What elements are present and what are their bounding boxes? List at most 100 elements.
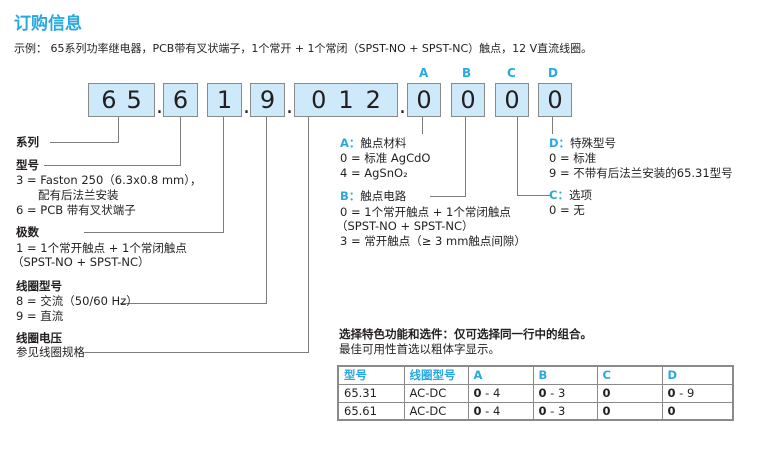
c-title: 选项 bbox=[568, 188, 592, 202]
code-box-type: 6 bbox=[163, 83, 198, 117]
b-title: 触点电路 bbox=[360, 189, 407, 203]
d-option-0: 0 = 标准 bbox=[549, 151, 597, 165]
header-d: D bbox=[661, 365, 734, 385]
a-key: A： bbox=[340, 136, 361, 150]
header-a: A bbox=[467, 365, 534, 385]
poles-option-1: 1 = 1个常开触点 + 1个常闭触点 bbox=[16, 241, 187, 255]
bold-value: 0 bbox=[667, 403, 676, 418]
connector-line bbox=[50, 142, 119, 143]
a-option-0: 0 = 标准 AgCdO bbox=[340, 151, 431, 165]
bold-value: 0 bbox=[602, 403, 611, 418]
c-option-0: 0 = 无 bbox=[549, 203, 585, 217]
cell-a: 0 - 4 bbox=[467, 383, 534, 403]
bold-value: 0 bbox=[473, 403, 482, 418]
value: - 9 bbox=[675, 386, 695, 400]
value: - 3 bbox=[546, 386, 566, 400]
code-box-voltage: 012 bbox=[294, 83, 398, 117]
coil-type-heading: 线圈型号 bbox=[16, 279, 62, 293]
connector-line bbox=[118, 117, 119, 143]
b-option-0-note: （SPST-NO + SPST-NC） bbox=[336, 219, 474, 233]
table-header-row: 型号 线圈型号 A B C D bbox=[337, 365, 734, 385]
cell-b: 0 - 3 bbox=[532, 383, 598, 403]
connector-line bbox=[180, 117, 181, 166]
b-heading: B：触点电路 bbox=[340, 189, 406, 204]
cell-b: 0 - 3 bbox=[532, 401, 598, 421]
code-box-b: 0 bbox=[451, 83, 485, 117]
code-separator: . bbox=[399, 94, 406, 119]
type-option-3-note: 配有后法兰安装 bbox=[38, 188, 119, 202]
cell-d: 0 - 9 bbox=[661, 383, 734, 403]
bold-value: 0 bbox=[602, 386, 611, 400]
voltage-text: 参见线圈规格 bbox=[16, 345, 85, 359]
cell-c: 0 bbox=[596, 401, 663, 421]
connector-line bbox=[430, 196, 466, 197]
type-heading: 型号 bbox=[16, 158, 39, 172]
code-box-c: 0 bbox=[495, 83, 529, 117]
connector-line bbox=[223, 117, 224, 233]
table-row: 65.31 AC-DC 0 - 4 0 - 3 0 0 - 9 bbox=[337, 383, 734, 403]
code-separator: . bbox=[156, 94, 163, 119]
connector-line bbox=[120, 303, 267, 304]
connector-line bbox=[44, 165, 181, 166]
connector-line bbox=[552, 117, 553, 134]
letter-c: C bbox=[507, 66, 516, 80]
b-key: B： bbox=[340, 189, 361, 203]
header-model: 型号 bbox=[337, 365, 405, 385]
a-heading: A：触点材料 bbox=[340, 136, 406, 151]
coil-option-8: 8 = 交流（50/60 Hz） bbox=[16, 294, 138, 308]
header-c: C bbox=[596, 365, 663, 385]
poles-heading: 极数 bbox=[16, 225, 39, 239]
poles-option-1-note: （SPST-NO + SPST-NC） bbox=[12, 255, 150, 269]
connector-line bbox=[517, 117, 518, 196]
bold-value: 0 bbox=[473, 386, 482, 400]
type-option-6: 6 = PCB 带有叉状端子 bbox=[16, 203, 136, 217]
note-line-2: 最佳可用性首选以粗体字显示。 bbox=[339, 342, 500, 356]
voltage-heading: 线圈电压 bbox=[16, 331, 62, 345]
code-separator: . bbox=[286, 94, 293, 119]
a-option-4: 4 = AgSnO₂ bbox=[340, 166, 408, 180]
value: - 4 bbox=[481, 403, 501, 418]
connector-line bbox=[308, 117, 309, 353]
cell-coil: AC-DC bbox=[403, 383, 469, 403]
d-title: 特殊型号 bbox=[570, 136, 617, 150]
cell-model: 65.61 bbox=[337, 401, 405, 421]
options-table: 型号 线圈型号 A B C D 65.31 AC-DC 0 - 4 0 - 3 … bbox=[337, 365, 734, 421]
code-box-series: 65 bbox=[88, 83, 155, 117]
header-coil: 线圈型号 bbox=[403, 365, 469, 385]
page-title: 订购信息 bbox=[14, 14, 82, 34]
letter-d: D bbox=[548, 66, 558, 80]
bold-value: 0 bbox=[538, 386, 547, 400]
code-separator: . bbox=[243, 94, 250, 119]
c-key: C： bbox=[549, 188, 569, 202]
type-option-3: 3 = Faston 250（6.3x0.8 mm）， bbox=[16, 173, 202, 187]
cell-d: 0 bbox=[661, 401, 734, 421]
code-box-d: 0 bbox=[538, 83, 572, 117]
d-option-9: 9 = 不带有后法兰安装的65.31型号 bbox=[549, 166, 733, 180]
cell-c: 0 bbox=[596, 383, 663, 403]
connector-line bbox=[85, 352, 309, 353]
d-heading: D：特殊型号 bbox=[549, 136, 616, 151]
bold-value: 0 bbox=[538, 403, 547, 418]
coil-option-9: 9 = 直流 bbox=[16, 309, 64, 323]
cell-coil: AC-DC bbox=[403, 401, 469, 421]
d-key: D： bbox=[549, 136, 571, 150]
a-title: 触点材料 bbox=[360, 136, 407, 150]
value: - 3 bbox=[546, 403, 566, 418]
connector-line bbox=[266, 117, 267, 304]
c-heading: C：选项 bbox=[549, 188, 592, 203]
code-box-poles: 1 bbox=[207, 83, 242, 117]
series-heading: 系列 bbox=[16, 135, 39, 149]
connector-line bbox=[84, 232, 224, 233]
connector-line bbox=[422, 117, 423, 134]
letter-a: A bbox=[419, 66, 429, 80]
example-text: 示例： 65系列功率继电器，PCB带有叉状端子，1个常开 + 1个常闭（SPST… bbox=[14, 42, 593, 55]
note-line-1: 选择特色功能和选件：仅可选择同一行中的组合。 bbox=[339, 327, 592, 341]
connector-line bbox=[465, 117, 466, 197]
header-b: B bbox=[532, 365, 598, 385]
value: - 4 bbox=[481, 386, 501, 400]
b-option-3: 3 = 常开触点（≥ 3 mm触点间隙） bbox=[340, 234, 526, 248]
bold-value: 0 bbox=[667, 386, 676, 400]
cell-model: 65.31 bbox=[337, 383, 405, 403]
letter-b: B bbox=[462, 66, 472, 80]
connector-line bbox=[517, 195, 552, 196]
